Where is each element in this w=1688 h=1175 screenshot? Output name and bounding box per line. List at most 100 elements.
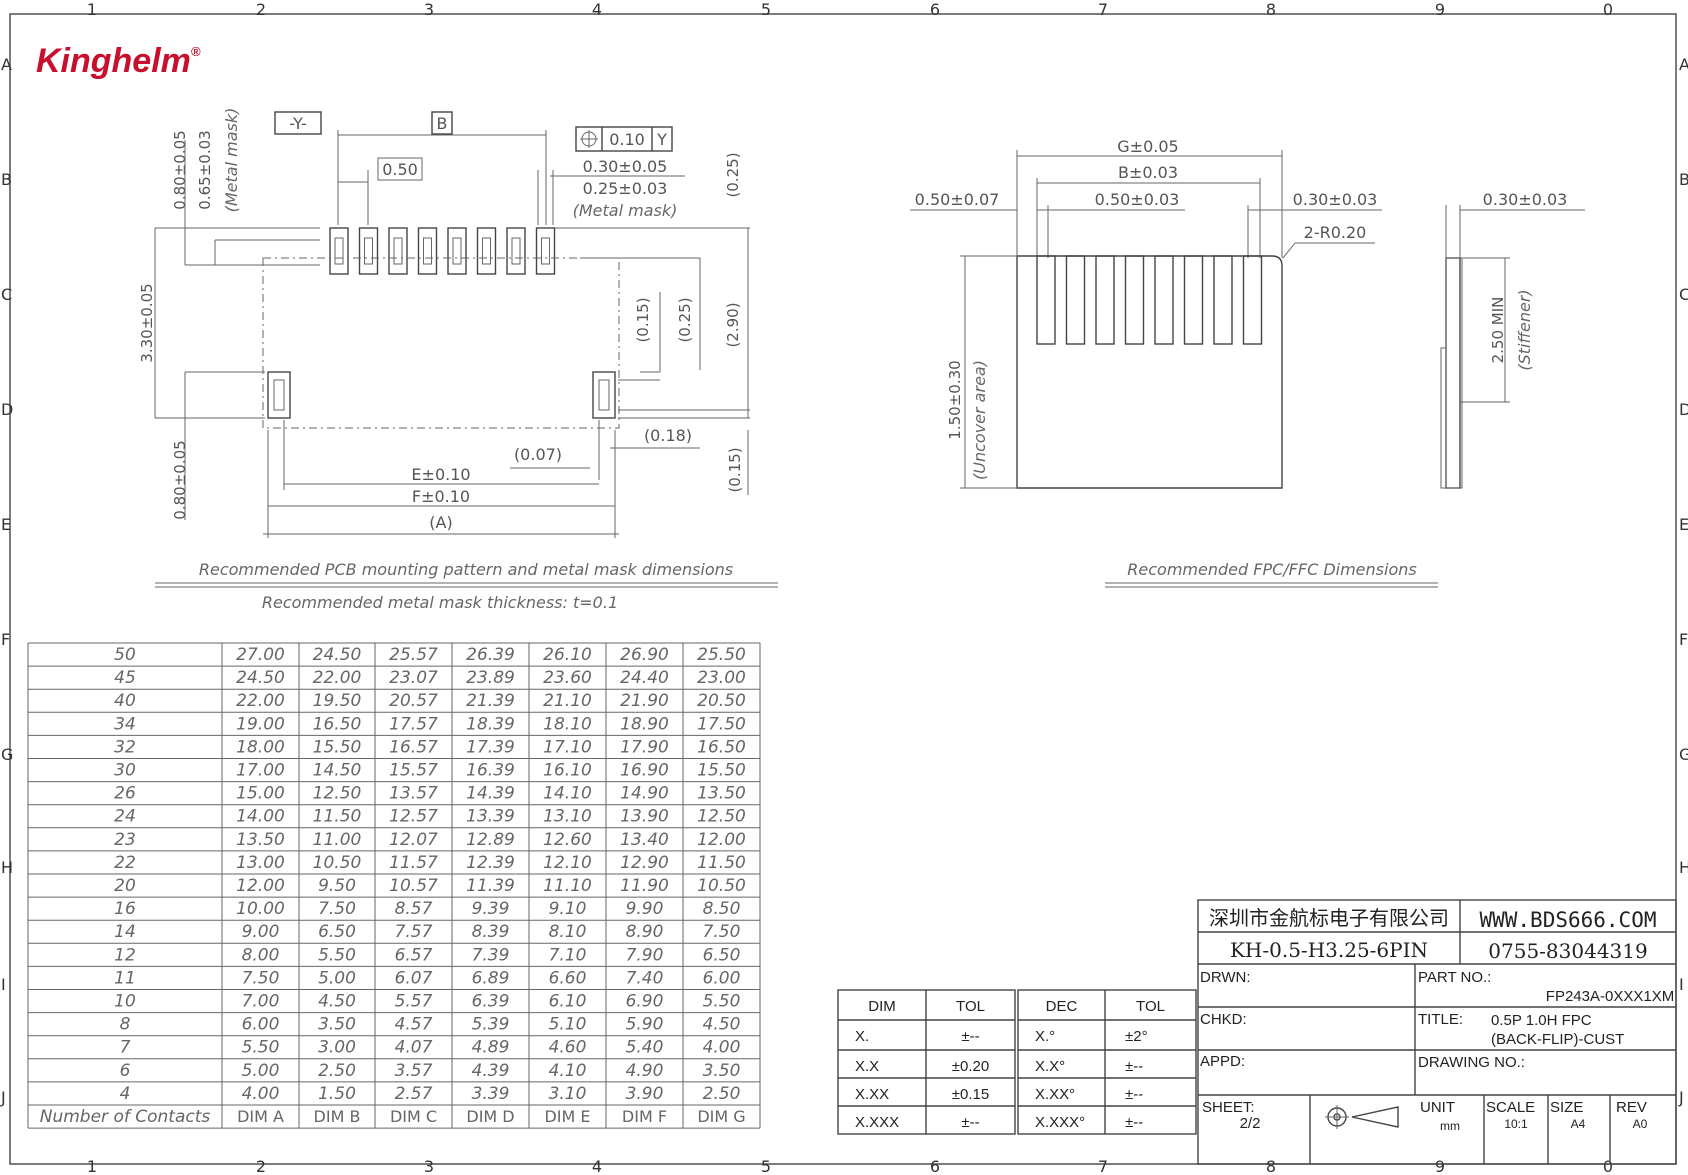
table-header: DIM A <box>237 1107 284 1126</box>
grid-row-label: I <box>1 975 6 994</box>
dim-cell: 13.00 <box>236 853 285 873</box>
dim-cell: 14.10 <box>543 784 592 804</box>
contact-pad <box>476 227 497 275</box>
dim-cell: 11.00 <box>313 830 362 850</box>
sheet-label: SHEET: <box>1202 1099 1255 1116</box>
fpc-finger <box>1124 255 1145 345</box>
side-width: 0.30±0.03 <box>1483 190 1568 209</box>
dim-cell: 4.50 <box>703 1015 741 1035</box>
mask-opening <box>541 237 550 265</box>
tol-header: DEC <box>1046 998 1078 1015</box>
dim-cell: 4.00 <box>242 1084 280 1104</box>
dim-cell: 5.57 <box>395 992 433 1012</box>
company-phone: 0755-83044319 <box>1488 939 1647 963</box>
grid-col-label: 1 <box>87 1157 97 1175</box>
dim-cell: 6.39 <box>472 992 510 1012</box>
dim-cell: 14.90 <box>620 784 669 804</box>
dim-cell: 22.00 <box>313 668 362 688</box>
dim-a: (A) <box>429 513 452 532</box>
dim-cell: 12.50 <box>697 807 746 827</box>
contact-pad <box>535 227 556 275</box>
grid-col-label: 3 <box>424 1157 434 1175</box>
fpc-finger <box>1213 255 1233 345</box>
dim-h3: 3.30±0.05 <box>138 283 156 362</box>
dim-cell: 2.50 <box>318 1061 356 1081</box>
dim-cell: 3.90 <box>626 1084 664 1104</box>
contacts-cell: 6 <box>120 1061 131 1081</box>
tol-cell: X.XXX° <box>1035 1114 1085 1131</box>
dim-cell: 5.00 <box>242 1061 280 1081</box>
dim-cell: 13.90 <box>620 807 669 827</box>
contacts-cell: 34 <box>114 714 136 734</box>
dim-cell: 14.00 <box>236 807 285 827</box>
title-label: TITLE: <box>1418 1011 1463 1028</box>
dim-h2: 0.65±0.03 <box>196 130 214 209</box>
dim-cell: 13.40 <box>620 830 669 850</box>
dim-cell: 11.10 <box>543 876 592 896</box>
dim-h1: 0.80±0.05 <box>171 130 189 209</box>
dim-cell: 12.10 <box>543 853 592 873</box>
size-value: A4 <box>1571 1117 1586 1131</box>
unit-value: mm <box>1440 1119 1460 1133</box>
pitch-box: 0.50 <box>382 160 418 179</box>
chkd-label: CHKD: <box>1200 1011 1247 1028</box>
appd-label: APPD: <box>1200 1053 1245 1070</box>
fpc-finger <box>1095 255 1115 345</box>
dim-r2: (0.15) <box>634 297 652 342</box>
dim-cell: 3.00 <box>318 1038 356 1058</box>
dim-cell: 2.57 <box>395 1084 433 1104</box>
dim-cell: 3.39 <box>472 1084 510 1104</box>
dim-cell: 22.00 <box>236 691 285 711</box>
company-website: WWW.BDS666.COM <box>1479 908 1656 932</box>
dim-cell: 17.57 <box>389 714 438 734</box>
tol-cell: X.XX <box>855 1086 889 1103</box>
dim-cell: 7.10 <box>549 945 587 965</box>
tol-cell: ±0.15 <box>952 1086 989 1103</box>
dim-cell: 9.39 <box>472 899 510 919</box>
dim-b-box: B <box>437 114 448 133</box>
grid-row-label: G <box>1 745 13 764</box>
dim-r4: (2.90) <box>724 302 742 347</box>
dim-cell: 8.00 <box>242 945 280 965</box>
dim-cell: 20.57 <box>389 691 438 711</box>
position-tolerance: 0.10 <box>609 130 645 149</box>
brand-logo: Kinghelm® <box>36 42 201 80</box>
dim-cell: 21.10 <box>543 691 592 711</box>
fpc-uncover-label: (Uncover area) <box>970 360 989 480</box>
dim-cell: 16.50 <box>313 714 362 734</box>
contacts-cell: 4 <box>120 1084 131 1104</box>
tol-cell: X.° <box>1035 1028 1055 1045</box>
dim-cell: 8.90 <box>626 922 664 942</box>
table-header: DIM E <box>544 1107 590 1126</box>
grid-col-label: 2 <box>256 1157 266 1175</box>
dim-cell: 12.07 <box>389 830 438 850</box>
dim-cell: 11.50 <box>697 853 746 873</box>
dim-cell: 5.40 <box>626 1038 664 1058</box>
dim-cell: 1.50 <box>318 1084 356 1104</box>
grid-row-label: B <box>1679 170 1688 189</box>
contacts-cell: 26 <box>114 784 136 804</box>
grid-row-label: B <box>1 170 12 189</box>
dim-cell: 15.00 <box>236 784 285 804</box>
dim-cell: 3.50 <box>318 1015 356 1035</box>
dim-cell: 24.40 <box>620 668 669 688</box>
mask-opening <box>393 237 403 265</box>
unit-label: UNIT <box>1420 1099 1455 1116</box>
dim-cell: 12.00 <box>697 830 746 850</box>
grid-row-label: J <box>0 1088 6 1107</box>
fpc-dim-b: B±0.03 <box>1118 163 1178 182</box>
dim-cell: 25.57 <box>389 645 438 665</box>
dim-cell: 9.00 <box>242 922 280 942</box>
table-header: DIM B <box>314 1107 361 1126</box>
tol-cell: ±-- <box>961 1028 979 1045</box>
dim-cell: 15.50 <box>697 761 746 781</box>
table-header: DIM C <box>390 1107 437 1126</box>
dim-cell: 4.90 <box>626 1061 664 1081</box>
dim-cell: 7.57 <box>395 922 433 942</box>
dim-cell: 12.90 <box>620 853 669 873</box>
fpc-dim-pitch: 0.50±0.03 <box>1095 190 1180 209</box>
fpc-finger <box>1154 255 1174 345</box>
dim-cell: 18.39 <box>466 714 515 734</box>
